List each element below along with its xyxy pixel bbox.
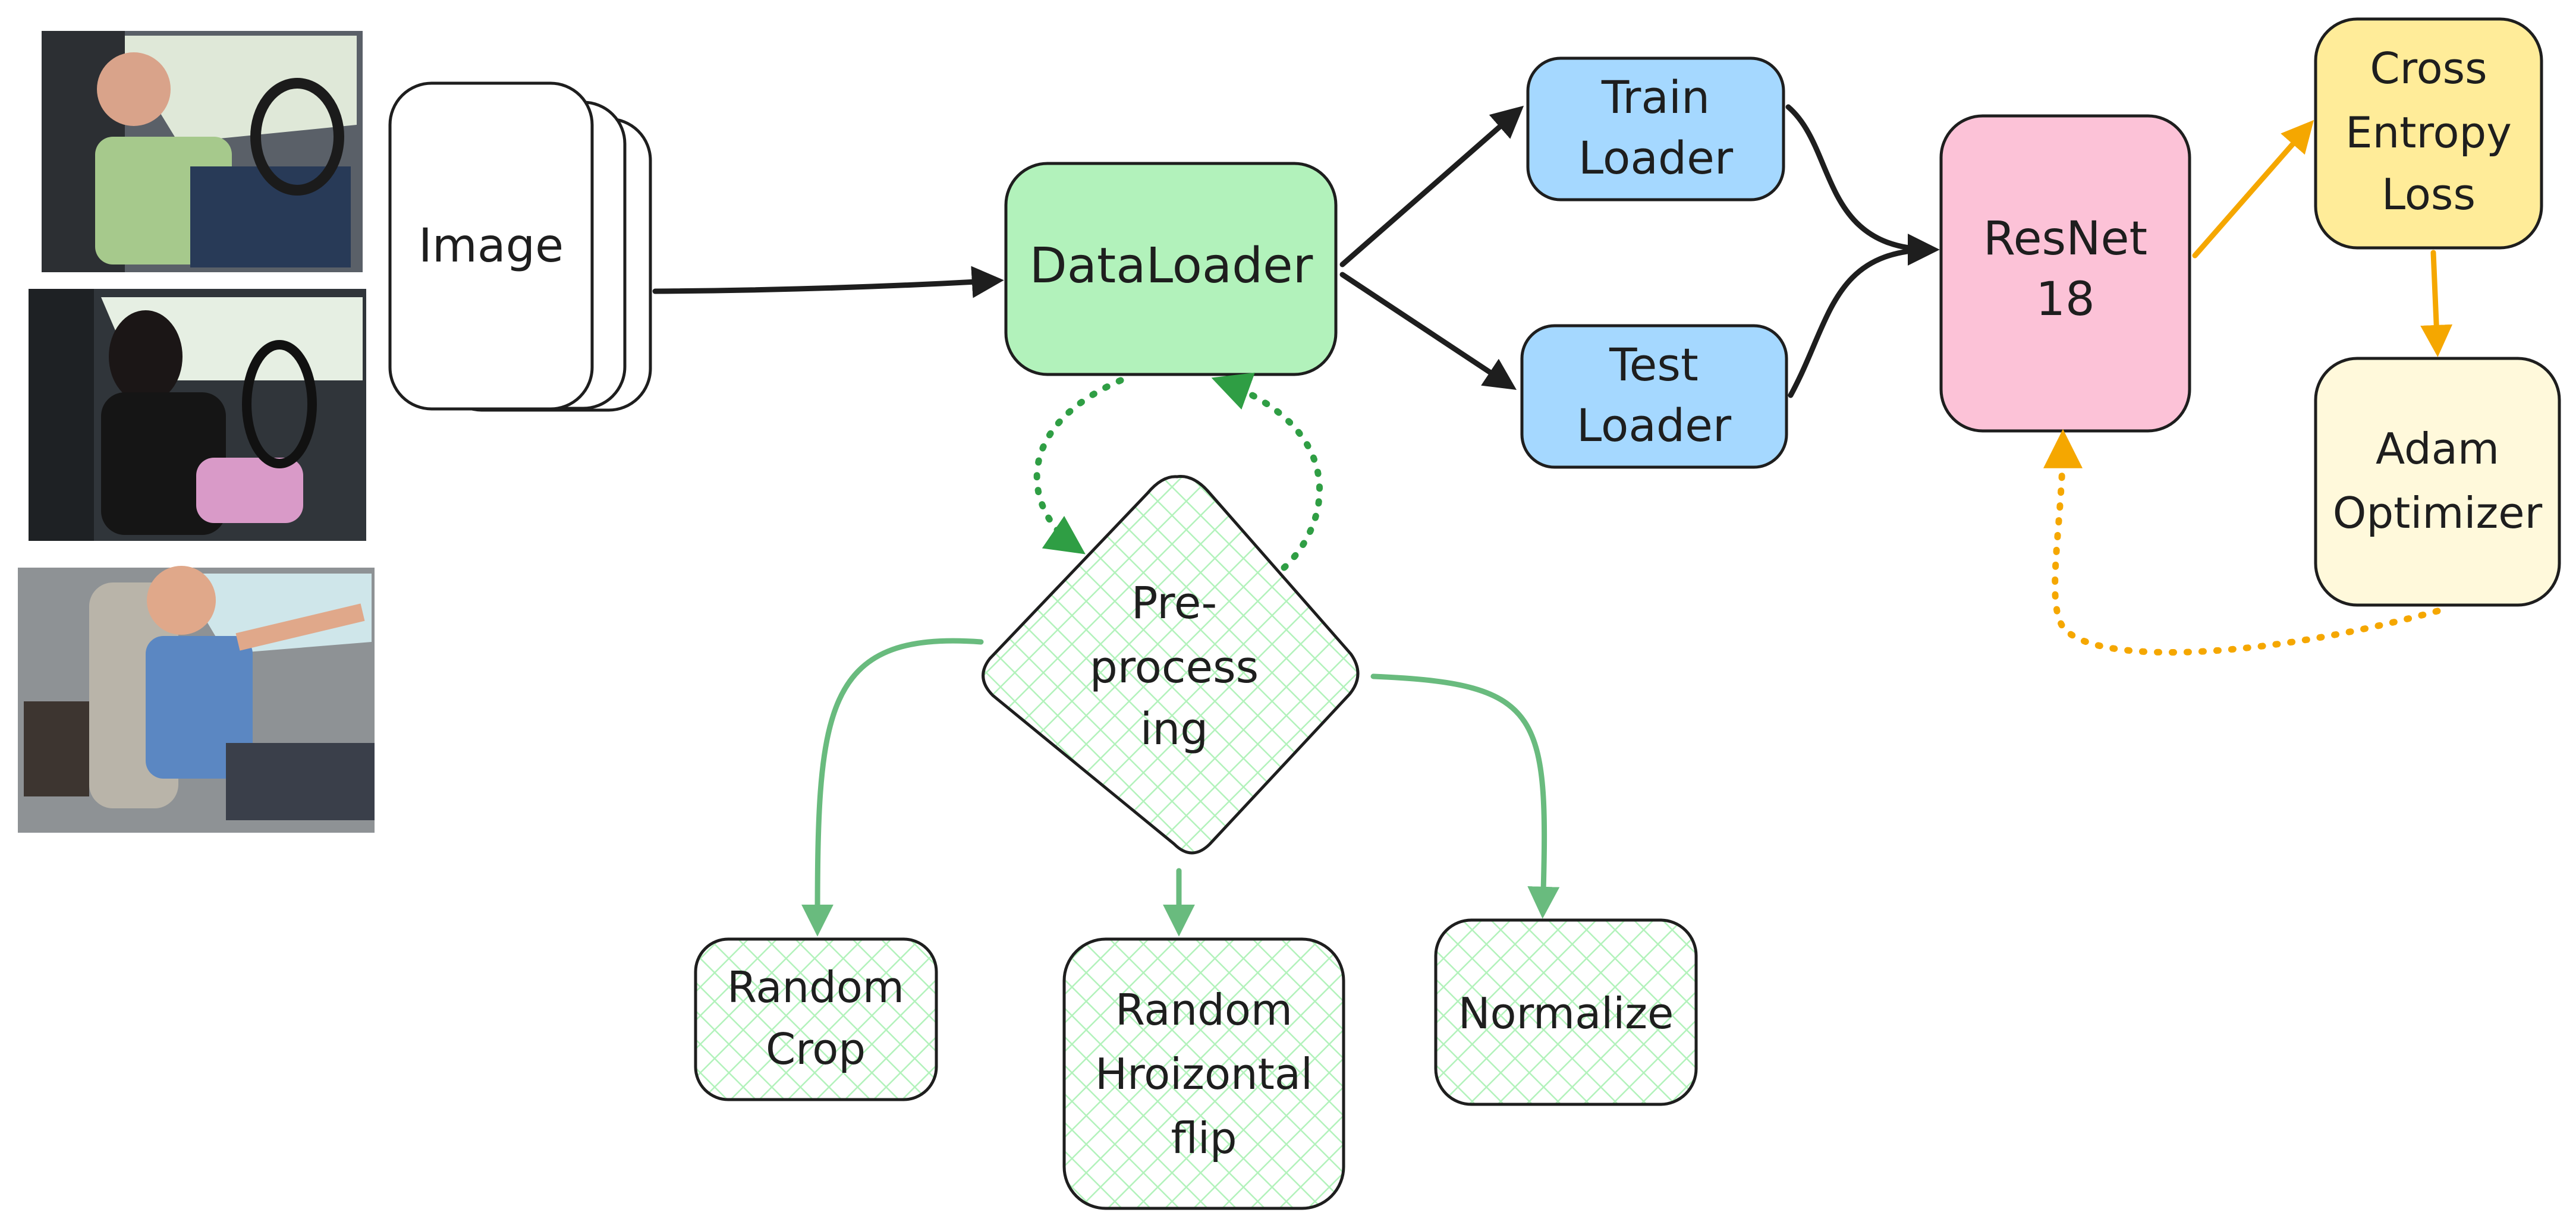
driver-photo-steering	[18, 566, 375, 833]
adam-optimizer-node: Adam Optimizer	[2314, 357, 2561, 607]
arrow-image-to-dataloader	[652, 266, 1004, 298]
resnet-label-line-1: ResNet	[1983, 212, 2147, 266]
arrow-loss-to-adam	[2420, 250, 2453, 357]
preprocessing-node: Pre- process ing	[982, 475, 1360, 855]
random-flip-label-line-1: Random	[1115, 985, 1292, 1035]
random-crop-node: Random Crop	[694, 937, 938, 1101]
resnet-node: ResNet 18	[1939, 114, 2191, 433]
test-loader-node: Test Loader	[1520, 324, 1788, 469]
random-flip-label-line-2: Hroizontal	[1095, 1049, 1313, 1099]
driver-photo-phone	[29, 289, 366, 541]
preprocessing-label-line-2: process	[1090, 642, 1259, 693]
arrow-train-to-resnet	[1785, 104, 1940, 266]
preprocessing-label-line-1: Pre-	[1131, 578, 1217, 629]
arrow-preprocessing-to-random-crop	[801, 638, 984, 937]
cross-entropy-node: Cross Entropy Loss	[2314, 17, 2543, 250]
arrow-preprocessing-to-dataloader	[1211, 373, 1323, 571]
train-loader-node: Train Loader	[1526, 56, 1785, 201]
cross-entropy-label-line-3: Loss	[2382, 169, 2476, 219]
random-flip-label-line-3: flip	[1171, 1113, 1237, 1163]
arrow-test-to-resnet	[1788, 247, 1936, 398]
test-loader-label-line-2: Loader	[1577, 399, 1732, 452]
adam-label-line-1: Adam	[2376, 424, 2499, 474]
adam-label-line-2: Optimizer	[2333, 488, 2543, 538]
normalize-label: Normalize	[1458, 988, 1674, 1038]
random-crop-label-line-2: Crop	[766, 1024, 866, 1074]
normalize-node: Normalize	[1434, 918, 1698, 1106]
dataloader-node: DataLoader	[1004, 162, 1338, 376]
arrow-dataloader-to-preprocessing	[1033, 377, 1124, 555]
train-loader-label-line-2: Loader	[1578, 131, 1734, 184]
arrow-preprocessing-to-normalize	[1370, 673, 1560, 919]
preprocessing-label-line-3: ing	[1140, 704, 1208, 755]
arrow-dataloader-to-test	[1339, 272, 1517, 390]
random-flip-node: Random Hroizontal flip	[1062, 937, 1345, 1210]
cross-entropy-label-line-2: Entropy	[2345, 108, 2512, 158]
test-loader-label-line-1: Test	[1609, 338, 1699, 391]
arrow-dataloader-to-train	[1339, 105, 1524, 267]
resnet-label-line-2: 18	[2036, 273, 2094, 326]
dataloader-label: DataLoader	[1030, 238, 1313, 294]
arrow-resnet-to-loss	[2192, 119, 2314, 259]
driver-photo-drinking	[42, 31, 363, 272]
train-loader-label-line-1: Train	[1601, 71, 1710, 124]
image-label: Image	[419, 219, 564, 273]
random-crop-label-line-1: Random	[727, 962, 904, 1012]
image-node: Image	[388, 81, 652, 412]
cross-entropy-label-line-1: Cross	[2370, 43, 2487, 93]
